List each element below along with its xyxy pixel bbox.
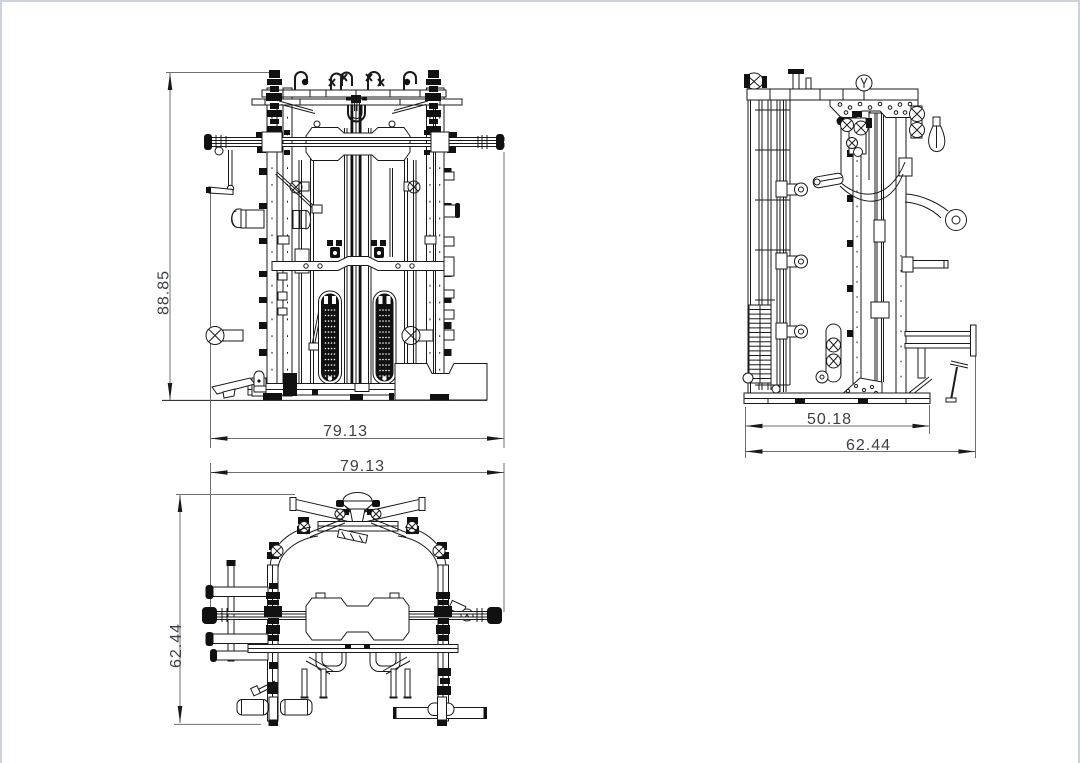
svg-text:62.44: 62.44 [846, 437, 891, 454]
svg-text:79.13: 79.13 [340, 458, 385, 475]
svg-text:50.18: 50.18 [807, 411, 852, 428]
svg-text:88.85: 88.85 [156, 270, 173, 315]
svg-text:62.44: 62.44 [168, 623, 185, 668]
svg-text:79.13: 79.13 [323, 423, 368, 440]
